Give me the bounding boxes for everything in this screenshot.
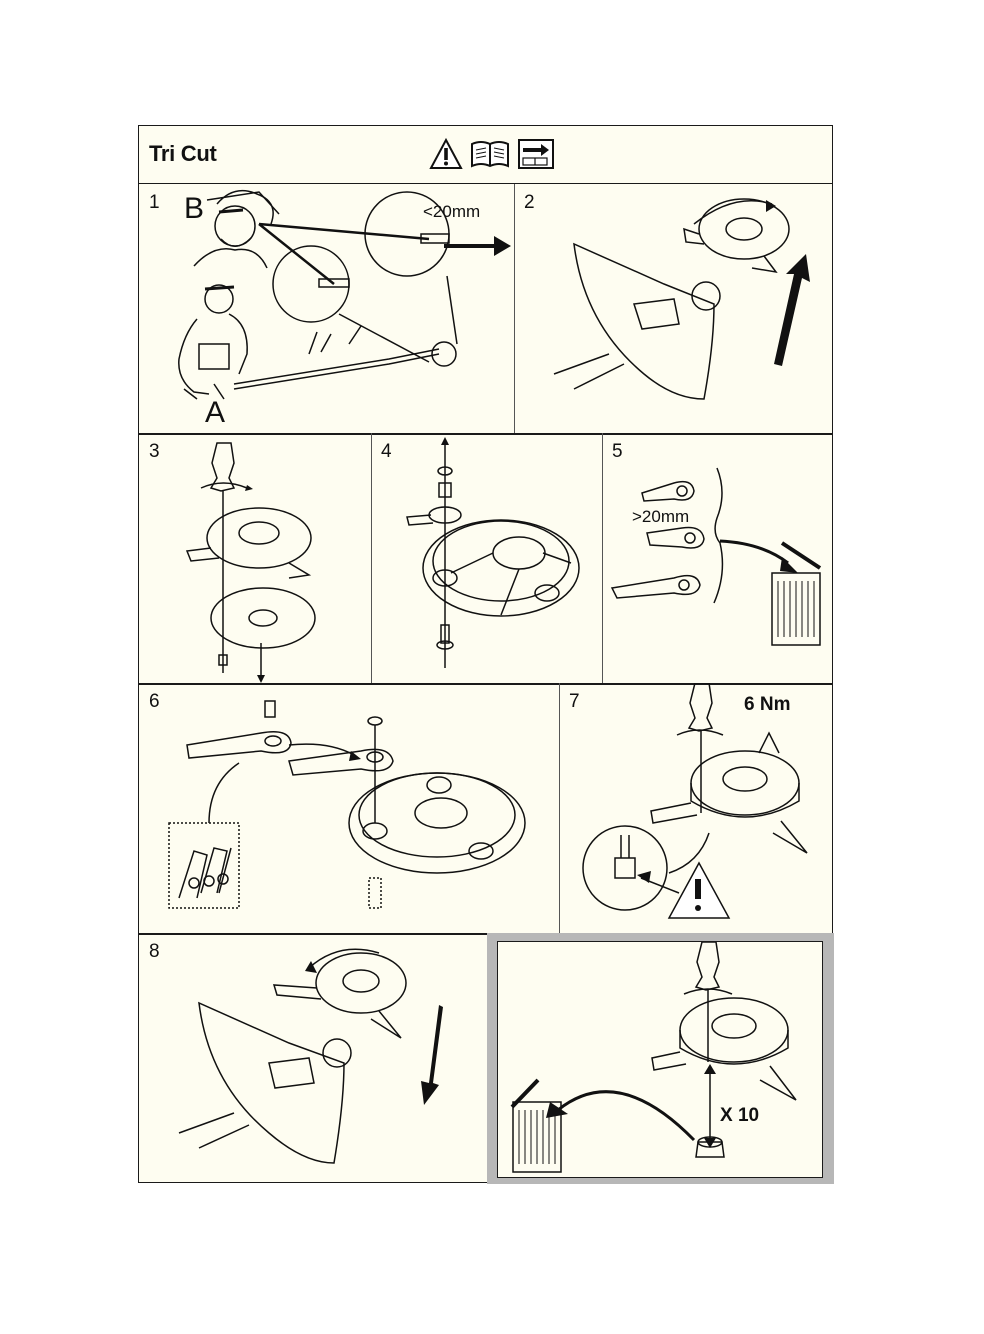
operator-distance-illustration	[139, 184, 514, 433]
blade-wear-check-illustration	[602, 433, 834, 683]
remove-blade-disc-illustration	[514, 184, 834, 433]
step-panel-9-inner: X 10	[497, 941, 823, 1178]
step-panel-5: 5 >20mm	[602, 433, 834, 683]
sheet-header: Tri Cut	[139, 126, 832, 184]
step-panel-2: 2	[514, 184, 834, 433]
loosen-screw-illustration	[139, 433, 371, 683]
step-panel-6: 6	[139, 683, 559, 933]
refit-disc-illustration	[139, 933, 487, 1184]
instruction-sheet: Tri Cut	[138, 125, 833, 1183]
disassemble-parts-illustration	[371, 433, 602, 683]
sheet-title: Tri Cut	[149, 141, 217, 167]
warning-triangle-icon	[429, 138, 463, 170]
step-panel-7: 7 6 Nm	[559, 683, 834, 933]
step-panel-3: 3	[139, 433, 371, 683]
instruction-sheet-icon	[517, 138, 555, 170]
manual-book-icon	[469, 138, 511, 170]
nut-replacement-illustration	[498, 942, 824, 1179]
step-panel-8: 8	[139, 933, 487, 1184]
step-panel-9: X 10	[487, 933, 834, 1184]
fit-new-blades-illustration	[139, 683, 559, 933]
tighten-torque-illustration	[559, 683, 834, 933]
step-panel-4: 4	[371, 433, 602, 683]
step-panel-1: 1 B A <20mm	[139, 184, 514, 433]
